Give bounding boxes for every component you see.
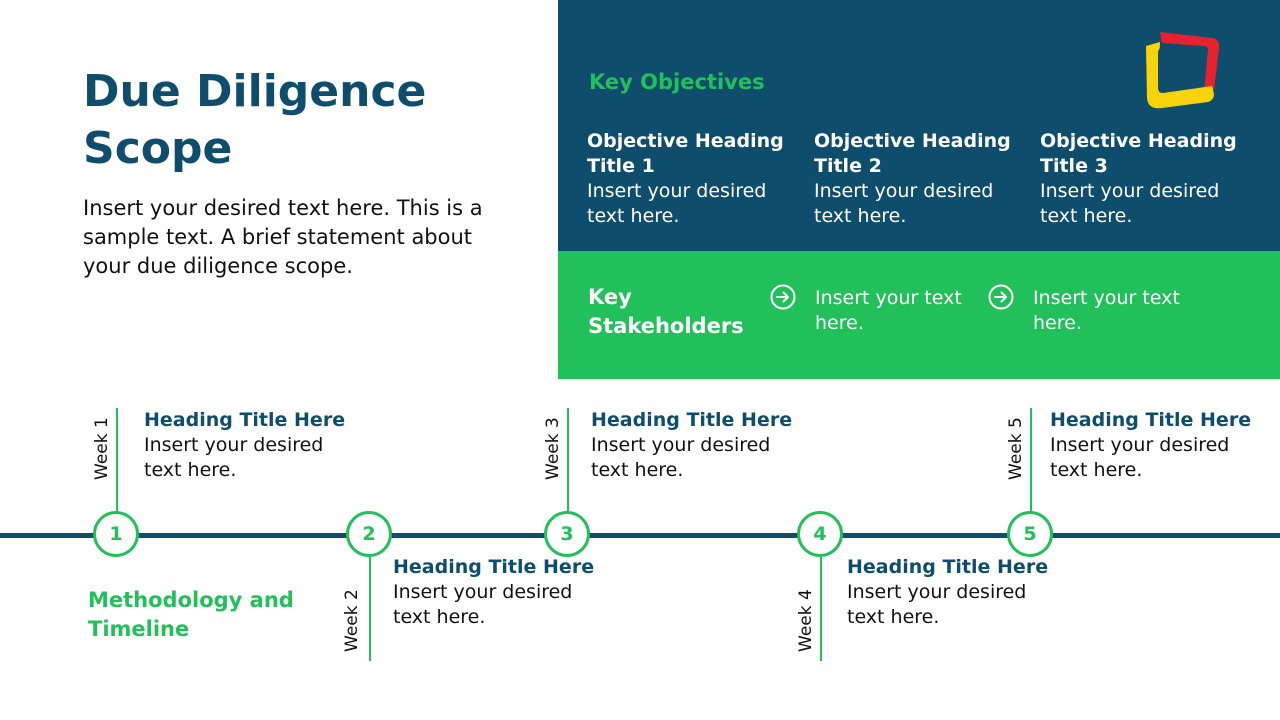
intro-text: Insert your desired text here. This is a… [83, 196, 483, 278]
week-label: Week 4 [796, 589, 816, 652]
timeline-connector [1030, 408, 1032, 512]
timeline-connector [567, 408, 569, 512]
objective-3: Objective Heading Title 3 Insert your de… [1040, 129, 1255, 229]
step-text: Insert your desired text here. [591, 434, 771, 481]
objective-2: Objective Heading Title 2 Insert your de… [814, 129, 1029, 229]
timeline-connector [116, 408, 118, 512]
timeline-node-5: 5 [1007, 511, 1053, 557]
week-label: Week 1 [92, 417, 112, 480]
step-text: Insert your desired text here. [1050, 434, 1230, 481]
step-text: Insert your desired text here. [144, 434, 324, 481]
step-text: Insert your desired text here. [847, 581, 1027, 628]
timeline-node-4: 4 [797, 511, 843, 557]
stakeholder-text: Insert your text here. [815, 287, 962, 334]
timeline-step-2: Heading Title Here Insert your desired t… [393, 555, 603, 630]
stakeholders-panel [558, 251, 1280, 379]
objective-title: Objective Heading Title 1 [587, 130, 784, 177]
objectives-panel [558, 0, 1280, 251]
timeline-connector [820, 557, 822, 661]
week-label: Week 2 [342, 589, 362, 652]
step-heading: Heading Title Here [591, 409, 793, 431]
timeline-label: Methodology and Timeline [88, 588, 294, 641]
step-heading: Heading Title Here [144, 409, 346, 431]
step-heading: Heading Title Here [1050, 409, 1252, 431]
timeline-step-4: Heading Title Here Insert your desired t… [847, 555, 1057, 630]
objective-text: Insert your desired text here. [1040, 180, 1220, 227]
timeline-step-5: Heading Title Here Insert your desired t… [1050, 408, 1260, 483]
week-label: Week 3 [543, 417, 563, 480]
timeline-line [0, 533, 1280, 538]
page-title: Due Diligence Scope [83, 66, 427, 174]
objectives-heading: Key Objectives [589, 70, 765, 94]
objective-title: Objective Heading Title 2 [814, 130, 1011, 177]
objective-1: Objective Heading Title 1 Insert your de… [587, 129, 802, 229]
stakeholders-heading: Key Stakeholders [588, 285, 744, 338]
timeline-node-3: 3 [544, 511, 590, 557]
timeline-node-2: 2 [346, 511, 392, 557]
brand-logo-icon [1146, 32, 1220, 109]
stakeholder-text: Insert your text here. [1033, 287, 1180, 334]
step-text: Insert your desired text here. [393, 581, 573, 628]
arrow-circle-right-icon [770, 284, 796, 310]
timeline-node-1: 1 [93, 511, 139, 557]
objective-text: Insert your desired text here. [587, 180, 767, 227]
arrow-circle-right-icon [988, 284, 1014, 310]
week-label: Week 5 [1006, 417, 1026, 480]
step-heading: Heading Title Here [393, 556, 595, 578]
objective-title: Objective Heading Title 3 [1040, 130, 1237, 177]
timeline-connector [369, 557, 371, 661]
timeline-step-3: Heading Title Here Insert your desired t… [591, 408, 801, 483]
timeline-step-1: Heading Title Here Insert your desired t… [144, 408, 354, 483]
step-heading: Heading Title Here [847, 556, 1049, 578]
objective-text: Insert your desired text here. [814, 180, 994, 227]
